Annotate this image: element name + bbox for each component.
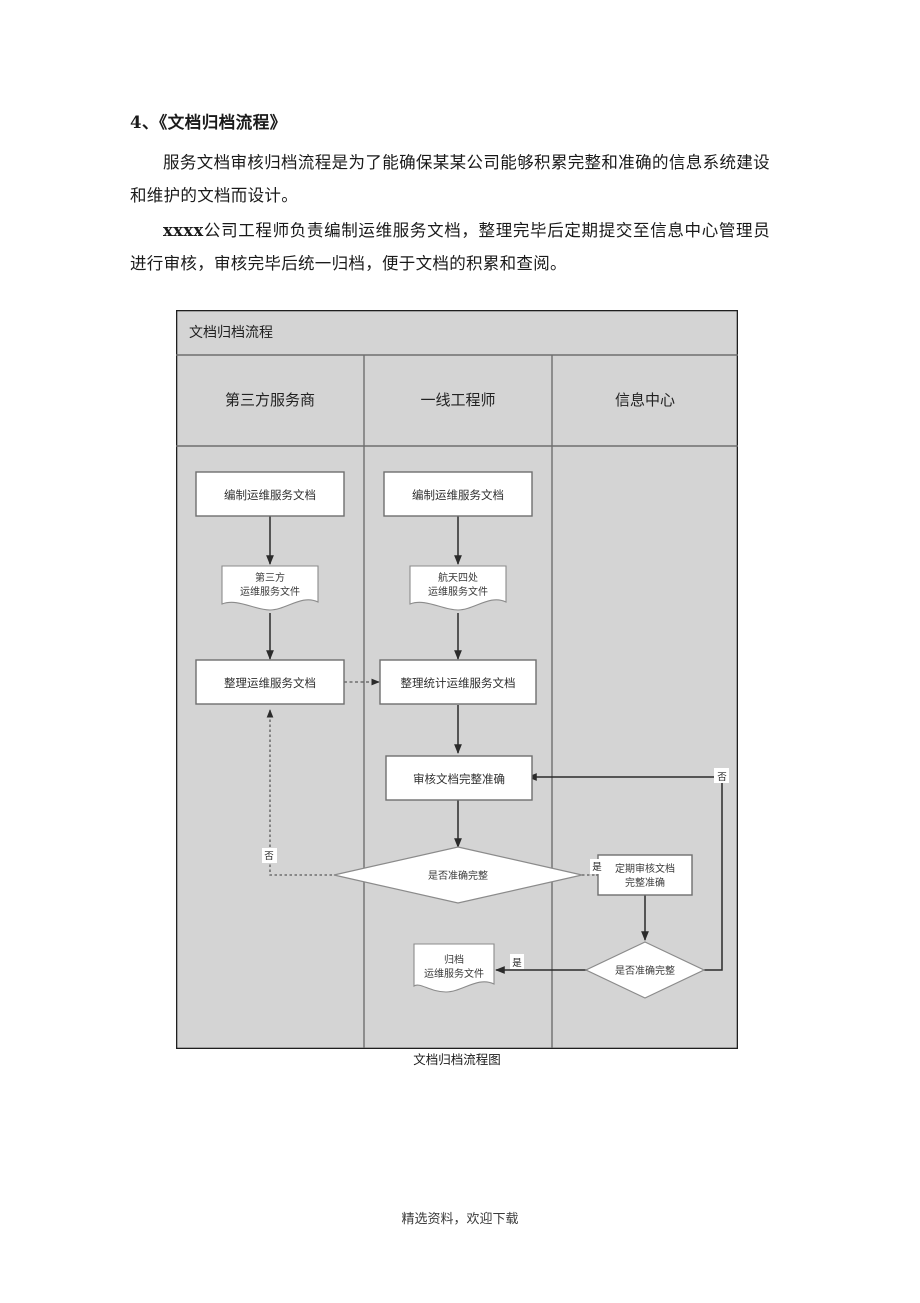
edge-label-no-left-bg <box>262 848 277 863</box>
node-n2-thirdparty-doc-file[interactable] <box>221 565 319 611</box>
lane-title-third-party: 第三方服务商 <box>225 391 315 409</box>
flowchart-diagram: 文档归档流程 第三方服务商 一线工程师 信息中心 <box>176 310 738 1049</box>
edge-label-no-right-bg <box>714 768 729 783</box>
node-n8-decision-accurate-complete[interactable] <box>333 846 583 904</box>
text-block: 4、《文档归档流程》 服务文档审核归档流程是为了能确保某某公司能够积累完整和准确… <box>130 110 770 282</box>
node-n10-label-line1: 定期审核文档 <box>615 862 675 875</box>
node-n4-label: 编制运维服务文档 <box>412 488 504 502</box>
paragraph-2-prefix: xxxx <box>163 220 204 240</box>
edge-label-no-left: 否 <box>264 851 274 862</box>
paragraph-1: 服务文档审核归档流程是为了能确保某某公司能够积累完整和准确的信息系统建设和维护的… <box>130 152 770 205</box>
node-n1-label: 编制运维服务文档 <box>224 488 316 502</box>
lane-title-frontline-engineer: 一线工程师 <box>420 391 495 409</box>
paragraph-2-body: 公司工程师负责编制运维服务文档，整理完毕后定期提交至信息中心管理员进行审核，审核… <box>130 220 770 273</box>
node-n11-label: 是否准确完整 <box>615 964 675 977</box>
node-n6-organize-statistics-doc[interactable] <box>379 659 537 705</box>
node-n5-label-line2: 运维服务文件 <box>428 585 488 598</box>
figure-caption: 文档归档流程图 <box>413 1052 501 1067</box>
node-n5-label-line1: 航天四处 <box>438 571 478 584</box>
edge-label-yes-bottom: 是 <box>512 958 522 969</box>
node-n10-label-line2: 完整准确 <box>625 876 665 889</box>
node-n4-compile-doc-engineer[interactable] <box>383 471 533 517</box>
flowchart-title: 文档归档流程 <box>189 324 273 341</box>
node-n9-label-line1: 归档 <box>444 953 464 966</box>
node-n7-label: 审核文档完整准确 <box>413 772 505 786</box>
node-n11-decision-accurate-complete[interactable] <box>584 941 706 999</box>
node-n8-label: 是否准确完整 <box>428 869 488 882</box>
node-n3-organize-doc-thirdparty[interactable] <box>195 659 345 705</box>
page-footer: 精选资料，欢迎下载 <box>401 1212 519 1227</box>
node-n2-label-line1: 第三方 <box>255 571 285 584</box>
edge-label-yes-bottom-bg <box>510 954 524 969</box>
section-heading: 4、《文档归档流程》 <box>130 113 287 132</box>
node-n9-archive-doc-file[interactable] <box>413 943 495 993</box>
node-n1-compile-doc-thirdparty[interactable] <box>195 471 345 517</box>
paragraph-2: xxxx公司工程师负责编制运维服务文档，整理完毕后定期提交至信息中心管理员进行审… <box>130 214 770 280</box>
node-n10-periodic-review-doc[interactable] <box>597 854 693 896</box>
lane-title-information-center: 信息中心 <box>615 391 675 409</box>
node-n3-label: 整理运维服务文档 <box>224 676 316 690</box>
edge-label-yes-right-bg <box>590 859 604 874</box>
edge-label-no-right: 否 <box>717 772 727 783</box>
node-n6-label: 整理统计运维服务文档 <box>401 676 516 690</box>
node-n9-label-line2: 运维服务文件 <box>424 967 484 980</box>
node-n2-label-line2: 运维服务文件 <box>240 585 300 598</box>
node-n5-aerospace-doc-file[interactable] <box>409 565 507 611</box>
edge-n11-no-to-n7 <box>527 773 723 971</box>
node-n7-review-doc-complete[interactable] <box>385 755 533 801</box>
edge-label-yes-right: 是 <box>592 862 602 873</box>
